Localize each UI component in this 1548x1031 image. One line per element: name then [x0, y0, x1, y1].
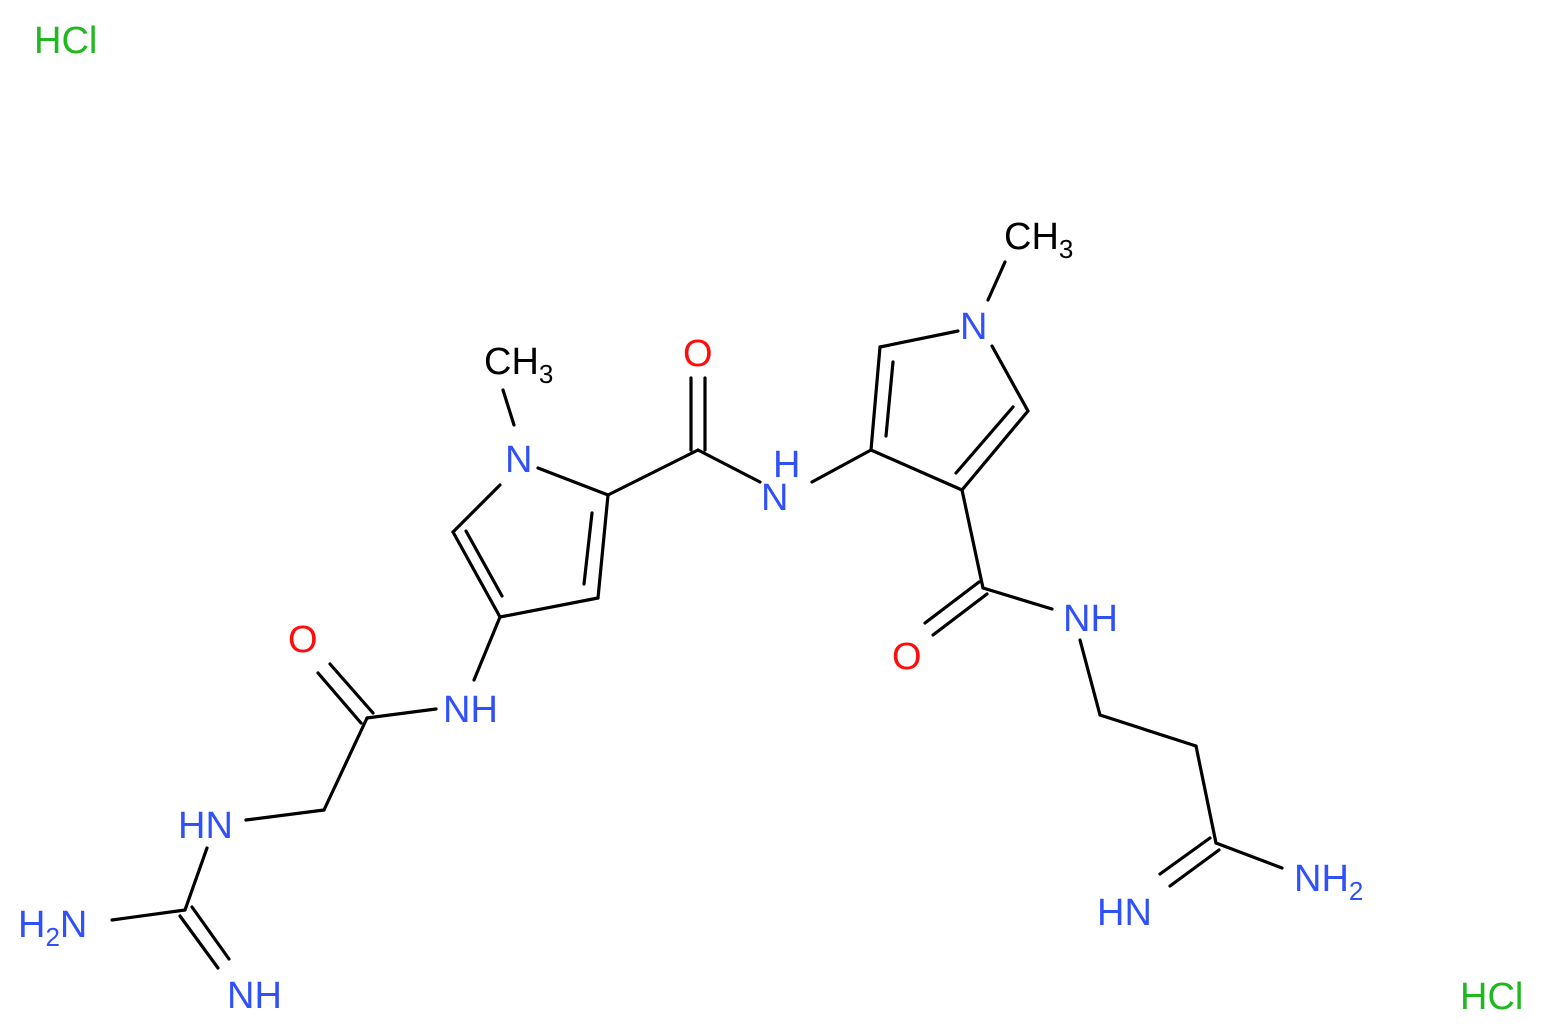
bond-c4-carbonyl-right: [960, 488, 985, 590]
bond-ch2-hn-guan: [244, 808, 326, 822]
bond-hn-guan-c: [183, 846, 209, 912]
bond-nh-right-ch2: [1078, 638, 1102, 717]
nh-label-guanidine: NH: [227, 975, 282, 1017]
bond-ring-b-c5-c4: [960, 409, 1030, 492]
hcl-label-top-left: HCl: [34, 20, 97, 62]
bond-ring-a-c3-c4: [498, 596, 600, 619]
bond-ch2-ch2: [1098, 713, 1198, 748]
methyl-label-a: CH3: [484, 341, 553, 389]
bond-ring-a-nh-left: [472, 615, 502, 682]
nh-label-right: NH: [1063, 598, 1118, 640]
bond-ring-b-c3-c2: [869, 345, 882, 452]
bond-ring-a-c4-c5-inner: [464, 529, 504, 598]
hcl-label-bottom-right: HCl: [1460, 976, 1523, 1018]
bond-ring-b-c4-c3: [869, 448, 964, 492]
bond-nh-left-carbonyl: [365, 707, 438, 720]
bond-guan-c-nh-2: [190, 905, 231, 961]
nitrogen-label-ring-a: N: [505, 439, 532, 481]
bond-carbonyl-o-right-1: [923, 580, 981, 625]
bond-carbonyl-nh-link: [696, 448, 762, 484]
nh-label-left: NH: [443, 689, 498, 731]
hn-label-amidine: HN: [1097, 892, 1152, 934]
bond-amidine-c-nh-2: [1168, 848, 1221, 888]
nh2-label-amidine: NH2: [1294, 858, 1363, 906]
methyl-label-b: CH3: [1004, 216, 1073, 264]
hn-label-guanidine: HN: [178, 805, 233, 847]
bonds: [110, 260, 1284, 970]
oxygen-label-amide-right: O: [892, 636, 922, 678]
bond-guan-c-nh-1: [178, 914, 220, 970]
bond-carbonyl-o-right-2: [931, 592, 989, 637]
bond-carbonyl-o-left-1: [316, 671, 363, 725]
bond-ring-b-c2-n: [878, 329, 960, 349]
bond-amidine-c-nh2: [1214, 841, 1284, 870]
bond-ring-a-c2-c3: [596, 493, 610, 600]
nitrogen-label-ring-b: N: [960, 306, 987, 348]
bond-ring-a-c4-c5: [451, 530, 502, 619]
h2n-label-guanidine: H2N: [18, 904, 87, 952]
bond-methyl-b: [986, 260, 1007, 302]
bond-ring-a-c2-c3-inner: [582, 511, 594, 586]
bond-ch2-amidine-c: [1194, 744, 1218, 845]
bond-guan-c-h2n: [110, 908, 187, 922]
bond-nh-link-ring-b: [810, 448, 873, 484]
bond-ring-b-c5-c4-inner: [954, 405, 1015, 475]
bond-methyl-a: [501, 388, 516, 427]
bond-c2-carbonyl: [606, 448, 700, 497]
oxygen-label-amide-top: O: [683, 333, 713, 375]
bond-ring-a-c5-n: [451, 483, 502, 534]
bond-ring-a-n-c2: [536, 466, 610, 497]
bond-carbonyl-nh-right: [981, 586, 1054, 611]
bond-ring-b-n-c5: [990, 344, 1030, 413]
oxygen-label-amide-left: O: [288, 619, 318, 661]
bond-carbonyl-ch2: [322, 716, 369, 812]
bond-ring-b-c3-c2-inner: [884, 360, 895, 438]
bond-amidine-c-nh-1: [1158, 836, 1212, 876]
bond-carbonyl-o-left-2: [328, 662, 375, 715]
